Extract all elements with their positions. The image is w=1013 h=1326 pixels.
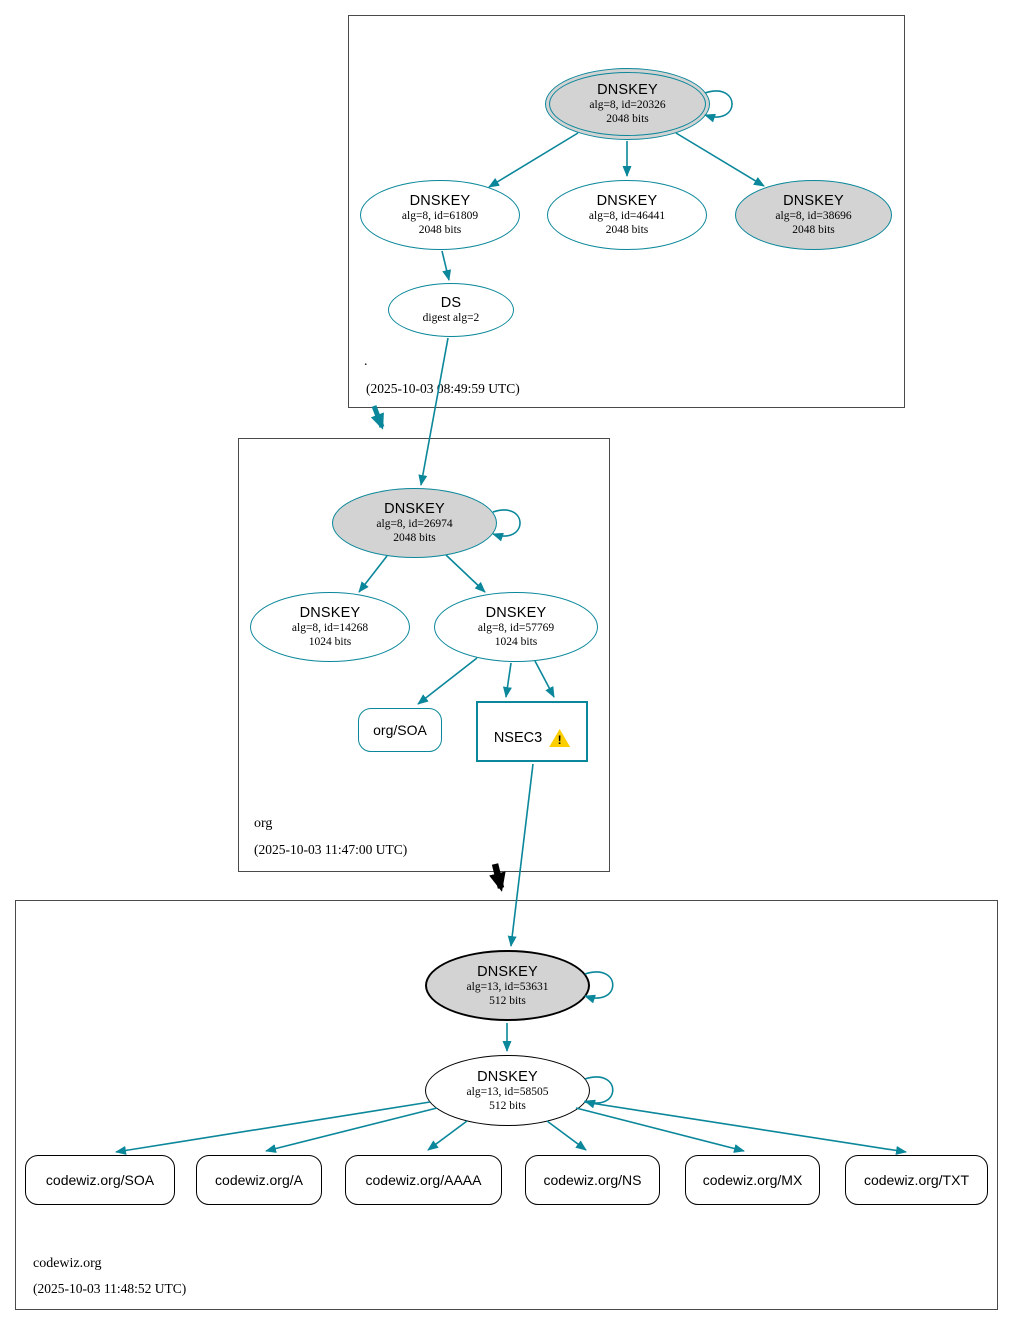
dnskey-title: DNSKEY: [596, 193, 658, 210]
codewiz-ksk-dnskey-node[interactable]: DNSKEY alg=13, id=53631 512 bits: [425, 950, 590, 1021]
rrset-mx-node[interactable]: codewiz.org/MX: [685, 1155, 820, 1205]
dnskey-alg: alg=8, id=57769: [477, 622, 555, 635]
dnskey-title: DNSKEY: [485, 605, 547, 622]
rrset-label: org/SOA: [373, 722, 427, 738]
dnskey-title: DNSKEY: [299, 605, 361, 622]
dnskey-alg: alg=8, id=46441: [588, 210, 666, 223]
warning-exclamation: !: [557, 733, 562, 747]
org-zone-label: org: [254, 816, 273, 831]
dnskey-bits: 512 bits: [489, 1099, 526, 1112]
codewiz-zone-label: codewiz.org: [33, 1256, 102, 1271]
dnskey-alg: alg=13, id=53631: [466, 980, 549, 993]
dnskey-title: DNSKEY: [597, 82, 658, 99]
warning-icon: !: [549, 729, 570, 747]
edge-root-to-org-delegation: [370, 405, 385, 430]
root-ds-node[interactable]: DS digest alg=2: [388, 283, 514, 337]
dnskey-title: DNSKEY: [477, 963, 538, 980]
rrset-label: codewiz.org/AAAA: [365, 1172, 482, 1188]
dnskey-bits: 2048 bits: [606, 113, 649, 126]
dnskey-alg: alg=8, id=26974: [376, 518, 453, 531]
rrset-label: codewiz.org/MX: [702, 1172, 803, 1188]
dnskey-alg: alg=8, id=20326: [589, 99, 666, 112]
dnskey-title: DNSKEY: [477, 1068, 538, 1085]
dnskey-title: DNSKEY: [384, 501, 445, 518]
dnskey-bits: 2048 bits: [792, 224, 835, 237]
dnskey-alg: alg=8, id=61809: [401, 210, 479, 223]
rrset-label: codewiz.org/SOA: [45, 1172, 155, 1188]
ds-detail: digest alg=2: [422, 312, 480, 325]
rrset-soa-node[interactable]: codewiz.org/SOA: [25, 1155, 175, 1205]
org-zsk-57769-node[interactable]: DNSKEY alg=8, id=57769 1024 bits: [434, 592, 598, 662]
dnskey-alg: alg=8, id=14268: [291, 622, 369, 635]
dnskey-bits: 1024 bits: [494, 636, 538, 649]
dnskey-bits: 1024 bits: [308, 636, 352, 649]
dnskey-bits: 2048 bits: [605, 224, 649, 237]
rrset-a-node[interactable]: codewiz.org/A: [196, 1155, 322, 1205]
rrset-ns-node[interactable]: codewiz.org/NS: [525, 1155, 660, 1205]
nsec3-header-band: [531, 705, 534, 716]
org-soa-node[interactable]: org/SOA: [358, 708, 442, 752]
root-zsk-38696-node[interactable]: DNSKEY alg=8, id=38696 2048 bits: [735, 180, 892, 250]
nsec3-label: NSEC3: [493, 730, 543, 746]
root-zone-label: .: [364, 354, 368, 369]
org-zsk-14268-node[interactable]: DNSKEY alg=8, id=14268 1024 bits: [250, 592, 410, 662]
rrset-label: codewiz.org/TXT: [863, 1172, 970, 1188]
dnskey-bits: 512 bits: [489, 994, 526, 1007]
dnskey-title: DNSKEY: [783, 193, 844, 210]
dnskey-alg: alg=8, id=38696: [775, 210, 852, 223]
org-zone-timestamp: (2025-10-03 11:47:00 UTC): [254, 842, 408, 857]
rrset-aaaa-node[interactable]: codewiz.org/AAAA: [345, 1155, 502, 1205]
dnskey-alg: alg=13, id=58505: [466, 1085, 549, 1098]
dnskey-bits: 2048 bits: [418, 224, 462, 237]
nsec3-node[interactable]: NSEC3 !: [476, 701, 588, 762]
rrset-label: codewiz.org/A: [215, 1172, 303, 1188]
dnskey-bits: 2048 bits: [393, 532, 436, 545]
codewiz-zone-timestamp: (2025-10-03 11:48:52 UTC): [33, 1281, 187, 1296]
codewiz-zsk-dnskey-node[interactable]: DNSKEY alg=13, id=58505 512 bits: [425, 1055, 590, 1126]
dnskey-title: DNSKEY: [409, 193, 471, 210]
ds-title: DS: [440, 295, 462, 312]
root-ksk-dnskey-node[interactable]: DNSKEY alg=8, id=20326 2048 bits: [545, 68, 710, 140]
rrset-label: codewiz.org/NS: [543, 1172, 642, 1188]
org-ksk-dnskey-node[interactable]: DNSKEY alg=8, id=26974 2048 bits: [332, 488, 497, 558]
rrset-txt-node[interactable]: codewiz.org/TXT: [845, 1155, 988, 1205]
root-zsk-46441-node[interactable]: DNSKEY alg=8, id=46441 2048 bits: [547, 180, 707, 250]
root-zone-timestamp: (2025-10-03 08:49:59 UTC): [366, 381, 520, 396]
root-zsk-61809-node[interactable]: DNSKEY alg=8, id=61809 2048 bits: [360, 180, 520, 250]
